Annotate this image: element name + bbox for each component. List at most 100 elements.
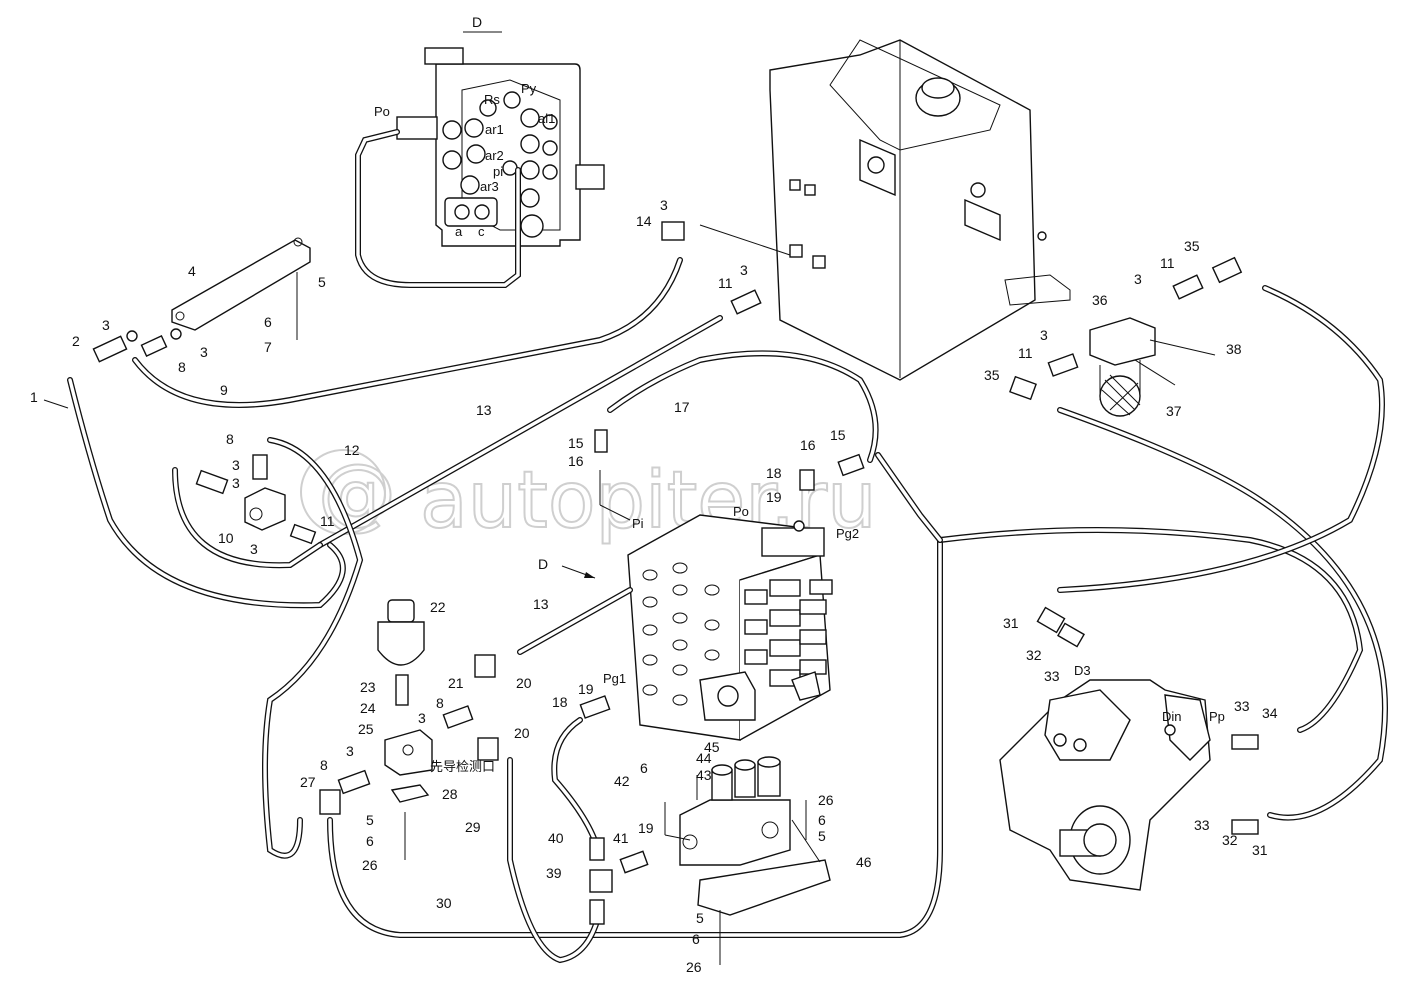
callout-3h: 3 xyxy=(418,710,426,726)
port-pg1: Pg1 xyxy=(603,671,626,686)
callout-10: 10 xyxy=(218,530,234,546)
callout-33: 33 xyxy=(1044,668,1060,684)
callout-8: 8 xyxy=(178,359,186,375)
callout-33c: 33 xyxy=(1194,817,1210,833)
callout-34: 34 xyxy=(1262,705,1278,721)
callout-6: 6 xyxy=(264,314,272,330)
callout-23: 23 xyxy=(360,679,376,695)
callout-31: 31 xyxy=(1003,615,1019,631)
callout-28: 28 xyxy=(442,786,458,802)
callout-16: 16 xyxy=(568,453,584,469)
callout-8b: 8 xyxy=(226,431,234,447)
callout-35b: 35 xyxy=(984,367,1000,383)
port-pi-valve: pi xyxy=(493,164,503,179)
port-c: c xyxy=(478,224,485,239)
callout-3j: 3 xyxy=(1134,271,1142,287)
callout-19b: 19 xyxy=(578,681,594,697)
callout-3k: 3 xyxy=(1040,327,1048,343)
callout-5d: 5 xyxy=(696,910,704,926)
bracket-block xyxy=(1089,317,1156,417)
callout-3d: 3 xyxy=(232,475,240,491)
callout-19: 19 xyxy=(766,489,782,505)
view-d-valve: D Po Rs Py ar1 al1 ar2 pi ar3 xyxy=(355,14,605,288)
callout-6b: 6 xyxy=(366,833,374,849)
port-pi-block: Pi xyxy=(632,516,644,531)
callout-27: 27 xyxy=(300,774,316,790)
accumulator xyxy=(377,599,433,803)
port-ar2: ar2 xyxy=(485,148,504,163)
callout-5: 5 xyxy=(318,274,326,290)
port-pp: Pp xyxy=(1209,709,1225,724)
view-d-label: D xyxy=(472,14,482,30)
callout-26: 26 xyxy=(362,857,378,873)
callout-11: 11 xyxy=(320,513,335,529)
callout-3i: 3 xyxy=(346,743,354,759)
callout-45: 45 xyxy=(704,739,720,755)
callout-3f: 3 xyxy=(660,197,668,213)
port-d3: D3 xyxy=(1074,663,1091,678)
port-al1: al1 xyxy=(538,111,555,126)
callout-3e: 3 xyxy=(250,541,258,557)
control-block: Pi Po Pg2 Pg1 xyxy=(603,504,859,741)
port-po-valve: Po xyxy=(374,104,390,119)
callout-12: 12 xyxy=(344,442,360,458)
callout-29: 29 xyxy=(465,819,481,835)
callout-32b: 32 xyxy=(1222,832,1238,848)
hydraulic-tank xyxy=(769,39,1071,381)
callout-11b: 11 xyxy=(718,275,733,291)
port-ar3: ar3 xyxy=(480,179,499,194)
callout-1: 1 xyxy=(30,389,38,405)
callout-13b: 13 xyxy=(533,596,549,612)
callout-37: 37 xyxy=(1166,403,1182,419)
callout-d-arrow: D xyxy=(538,556,548,572)
callout-5c: 5 xyxy=(818,828,826,844)
solenoid-valve-group xyxy=(679,756,831,916)
callout-17: 17 xyxy=(674,399,690,415)
fittings xyxy=(92,221,1259,925)
leader-lines xyxy=(43,224,1216,965)
pilot-test-port-label: 先导检测口 xyxy=(430,759,495,774)
callout-31b: 31 xyxy=(1252,842,1268,858)
callout-36: 36 xyxy=(1092,292,1108,308)
callout-39: 39 xyxy=(546,865,562,881)
callout-19c: 19 xyxy=(638,820,654,836)
callout-5b: 5 xyxy=(366,812,374,828)
callout-3b: 3 xyxy=(200,344,208,360)
callout-16b: 16 xyxy=(800,437,816,453)
callout-14: 14 xyxy=(636,213,652,229)
callout-24: 24 xyxy=(360,700,376,716)
callout-41: 41 xyxy=(613,830,629,846)
callout-25: 25 xyxy=(358,721,374,737)
callout-18b: 18 xyxy=(552,694,568,710)
port-din: Din xyxy=(1162,709,1182,724)
callout-42: 42 xyxy=(614,773,630,789)
callout-11c: 11 xyxy=(1160,255,1175,271)
callout-13: 13 xyxy=(476,402,492,418)
port-py: Py xyxy=(521,81,537,96)
block-10 xyxy=(244,487,286,531)
solenoid-cartridges xyxy=(744,579,833,687)
callout-6e: 6 xyxy=(692,931,700,947)
callout-11d: 11 xyxy=(1018,345,1033,361)
callout-44: 44 xyxy=(696,750,712,766)
callout-9: 9 xyxy=(220,382,228,398)
callout-6c: 6 xyxy=(640,760,648,776)
callout-2: 2 xyxy=(72,333,80,349)
callout-35: 35 xyxy=(1184,238,1200,254)
port-rs: Rs xyxy=(484,92,500,107)
callout-32: 32 xyxy=(1026,647,1042,663)
callout-30: 30 xyxy=(436,895,452,911)
callout-21: 21 xyxy=(448,675,464,691)
hoses xyxy=(67,257,1388,964)
callout-26c: 26 xyxy=(686,959,702,975)
pump-assembly: D3 Din Pp xyxy=(999,663,1225,891)
callout-8d: 8 xyxy=(320,757,328,773)
callout-26b: 26 xyxy=(818,792,834,808)
callout-20b: 20 xyxy=(514,725,530,741)
callout-22: 22 xyxy=(430,599,446,615)
callout-46: 46 xyxy=(856,854,872,870)
callout-15: 15 xyxy=(568,435,584,451)
callout-4: 4 xyxy=(188,263,196,279)
